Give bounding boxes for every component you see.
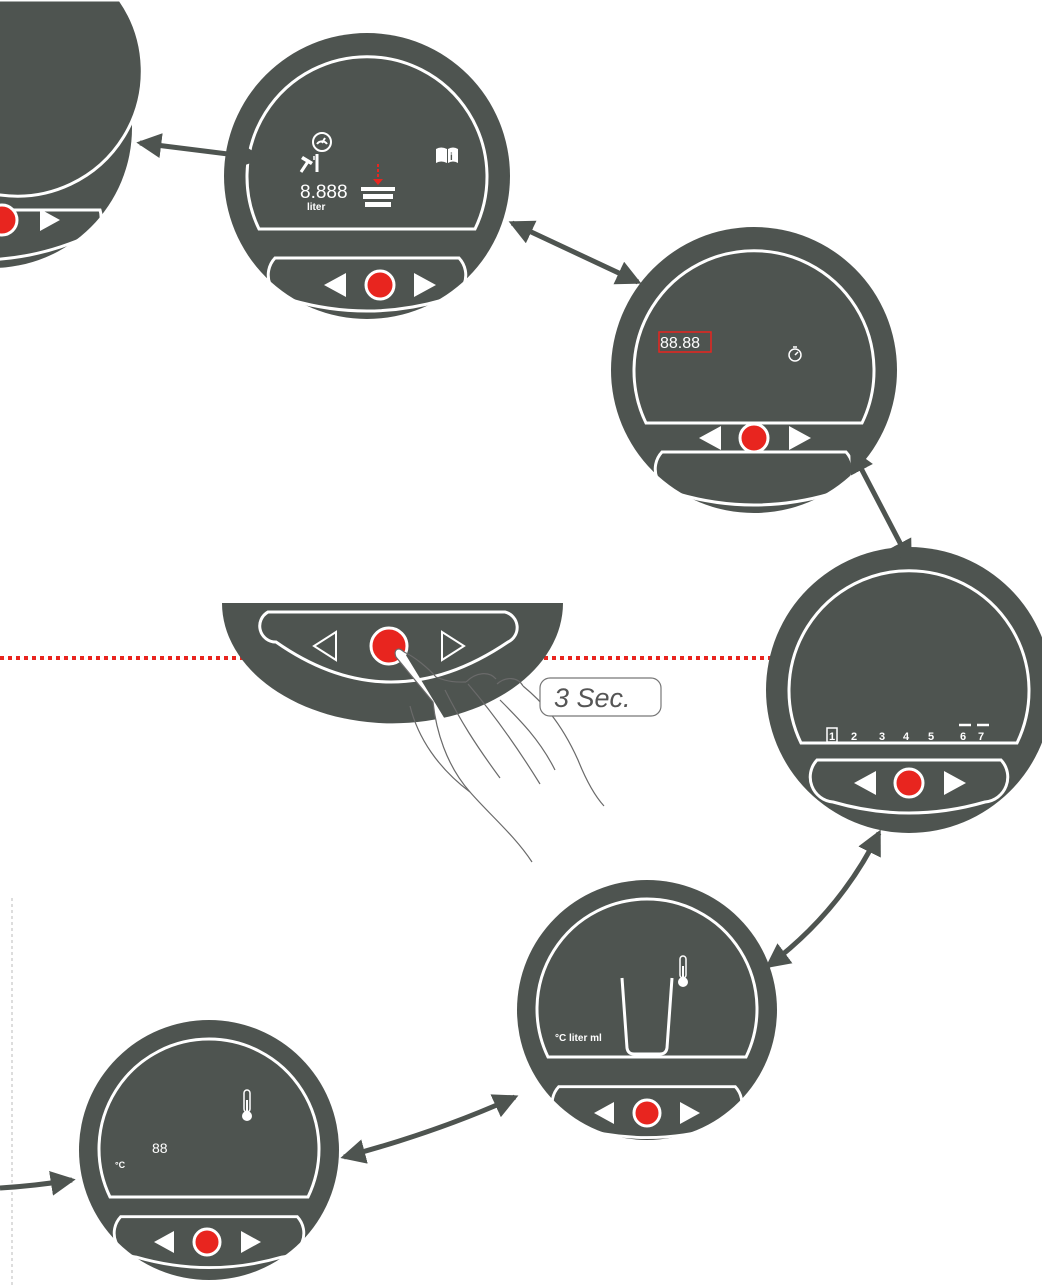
select-button[interactable] — [634, 1100, 660, 1126]
day-label: 5 — [928, 731, 934, 743]
day-label: 4 — [903, 731, 910, 743]
callout-label: 3 Sec. — [554, 683, 631, 713]
day-label: 1 — [829, 731, 835, 743]
select-button[interactable] — [194, 1229, 220, 1255]
temperature-readout: 88 — [152, 1140, 168, 1156]
display-unit-temperature: 88 °C — [79, 1020, 339, 1280]
meter-volume-readout: 8.888 — [300, 182, 348, 203]
svg-text:i: i — [450, 152, 453, 163]
select-button[interactable] — [0, 205, 17, 235]
display-unit-glass: °C liter ml — [517, 880, 777, 1140]
manual-icon: i — [436, 148, 458, 164]
day-label: 7 — [978, 731, 984, 743]
day-label: 2 — [851, 731, 857, 743]
nav-arrow-d-e — [768, 833, 879, 966]
glass-units-label: °C liter ml — [555, 1033, 602, 1044]
day-label: 6 — [960, 731, 966, 743]
control-closeup — [222, 603, 604, 862]
day-label: 3 — [879, 731, 885, 743]
nav-arrow-b-c — [512, 223, 638, 282]
duration-callout: 3 Sec. — [540, 678, 661, 716]
meter-unit-label: liter — [307, 202, 325, 213]
display-unit-previous — [0, 0, 142, 268]
nav-arrow-e-f — [344, 1097, 515, 1157]
timer-readout: 88.88 — [660, 335, 700, 352]
select-button[interactable] — [366, 271, 394, 299]
display-unit-meter: 8.888 liter i — [224, 33, 510, 319]
display-unit-days: 1 2 3 4 5 6 7 — [766, 547, 1042, 833]
nav-arrow-c-d — [852, 451, 910, 562]
display-unit-timer: 88.88 — [611, 227, 897, 513]
temperature-unit-label: °C — [115, 1160, 126, 1170]
select-button[interactable] — [895, 769, 923, 797]
nav-arrow-entry — [0, 1180, 72, 1188]
select-button[interactable] — [740, 424, 768, 452]
